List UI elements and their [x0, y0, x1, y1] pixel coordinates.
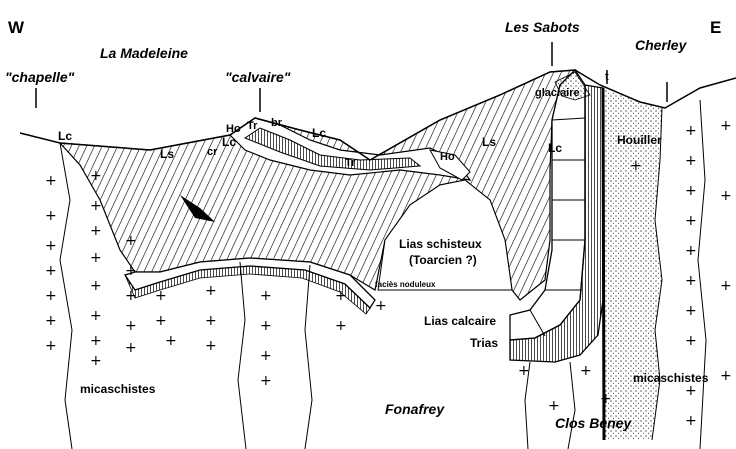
- micaschiste-cross-mark: +: [90, 223, 102, 239]
- east-label: E: [710, 18, 721, 37]
- micaschiste-cross-mark: +: [518, 363, 530, 379]
- label-ho-calvaire: Ho: [226, 123, 241, 135]
- micaschiste-cross-mark: +: [685, 123, 697, 139]
- micaschiste-cross-mark: +: [375, 298, 387, 314]
- micaschiste-boundaries: [59, 99, 707, 449]
- place-cherley: Cherley: [635, 37, 688, 53]
- place-chapelle: "chapelle": [5, 69, 75, 85]
- micaschiste-cross-mark: +: [125, 318, 137, 334]
- micaschiste-cross-mark: +: [165, 333, 177, 349]
- micaschiste-cross-mark: +: [685, 183, 697, 199]
- pointer-lines: [35, 42, 668, 112]
- micaschiste-cross-mark: +: [600, 391, 612, 407]
- label-lc-calvaire: Lc: [222, 135, 236, 149]
- label-t: t: [605, 71, 609, 83]
- micaschiste-cross-mark: +: [720, 278, 732, 294]
- micaschiste-cross-mark: +: [45, 338, 57, 354]
- micaschiste-cross-mark: +: [685, 213, 697, 229]
- label-cr: cr: [207, 146, 218, 158]
- micaschiste-cross-mark: +: [260, 288, 272, 304]
- label-lc-east: Lc: [548, 141, 562, 155]
- micaschiste-cross-mark: +: [580, 363, 592, 379]
- houiller-zone: [603, 88, 662, 440]
- label-toarcien: (Toarcien ?): [409, 253, 477, 267]
- micaschiste-cross-mark: +: [335, 288, 347, 304]
- micaschiste-cross-mark: +: [90, 308, 102, 324]
- lc-block-lines: [529, 117, 586, 337]
- micaschiste-cross-mark: +: [125, 233, 137, 249]
- micaschiste-cross-mark: +: [685, 243, 697, 259]
- label-lias-calcaire: Lias calcaire: [424, 314, 496, 328]
- micaschiste-cross-mark: +: [205, 313, 217, 329]
- label-micaschistes-east: micaschistes: [633, 371, 709, 385]
- micaschiste-cross-mark: +: [205, 338, 217, 354]
- ho-lens-east: [429, 149, 471, 181]
- micaschiste-cross-mark: +: [205, 283, 217, 299]
- label-lc-west: Lc: [58, 129, 72, 143]
- micaschiste-cross-mark: +: [685, 383, 697, 399]
- micaschiste-cross-mark: +: [125, 263, 137, 279]
- label-lias-schisteux: Lias schisteux: [399, 237, 482, 251]
- micaschiste-cross-mark: +: [90, 250, 102, 266]
- micaschiste-cross-mark: +: [260, 348, 272, 364]
- west-label: W: [8, 18, 25, 37]
- trias-band-east: [509, 84, 604, 363]
- micaschiste-cross-mark: +: [125, 340, 137, 356]
- place-les-sabots: Les Sabots: [505, 19, 580, 35]
- place-clos-beney: Clos Beney: [555, 415, 632, 431]
- label-tr-calvaire: Tr: [247, 120, 258, 132]
- micaschiste-cross-mark: +: [155, 313, 167, 329]
- label-micaschistes-west: micaschistes: [80, 382, 156, 396]
- micaschiste-cross-mark: +: [685, 273, 697, 289]
- inner-lens: [180, 195, 215, 222]
- label-trias: Trias: [470, 336, 498, 350]
- micaschiste-cross-mark: +: [90, 168, 102, 184]
- lias-schisteux-core: [377, 179, 513, 291]
- place-calvaire: "calvaire": [225, 69, 291, 85]
- micaschiste-cross-mark: +: [90, 333, 102, 349]
- micaschiste-cross-mark: +: [548, 398, 560, 414]
- micaschiste-cross-mark: +: [685, 303, 697, 319]
- micaschiste-cross-mark: +: [125, 288, 137, 304]
- label-lc-ridge: Lc: [312, 126, 326, 140]
- trias-outlier: [243, 127, 422, 171]
- micaschiste-cross-mark: +: [45, 313, 57, 329]
- micaschiste-cross-mark: +: [90, 198, 102, 214]
- micaschiste-cross-mark: +: [155, 288, 167, 304]
- label-ho-east: Ho: [440, 151, 455, 163]
- micaschiste-cross-mark: +: [685, 153, 697, 169]
- label-glaciaire: glaciaire: [535, 87, 580, 99]
- micaschiste-cross-mark: +: [45, 173, 57, 189]
- micaschiste-cross-mark: +: [45, 263, 57, 279]
- label-houiller: Houiller: [617, 133, 662, 147]
- label-tr-inner: Tr: [345, 157, 356, 169]
- label-br: br: [271, 117, 283, 129]
- houiller-boundary: [651, 107, 663, 441]
- ground-surface: [19, 69, 736, 161]
- micaschiste-cross-mark: +: [45, 208, 57, 224]
- micaschiste-cross-mark: +: [720, 368, 732, 384]
- glaciaire-lens: [554, 71, 591, 101]
- micaschiste-cross-mark: +: [260, 373, 272, 389]
- label-facies-noduleux: faciès noduleux: [375, 280, 436, 289]
- micaschiste-cross-mark: +: [720, 118, 732, 134]
- micaschiste-cross-mark: +: [720, 188, 732, 204]
- place-la-madeleine: La Madeleine: [100, 45, 188, 61]
- micaschiste-cross-mark: +: [260, 318, 272, 334]
- place-fonafrey: Fonafrey: [385, 401, 445, 417]
- micaschiste-cross-mark: +: [685, 333, 697, 349]
- micaschiste-cross-mark: +: [90, 278, 102, 294]
- micaschiste-cross-mark: +: [630, 158, 642, 174]
- micaschiste-cross-mark: +: [685, 413, 697, 429]
- micaschiste-cross-mark: +: [335, 318, 347, 334]
- micaschiste-cross-mark: +: [45, 238, 57, 254]
- micaschiste-cross-mark: +: [45, 288, 57, 304]
- label-ls-west: Ls: [160, 147, 174, 161]
- label-ls-east: Ls: [482, 135, 496, 149]
- micaschiste-cross-mark: +: [90, 353, 102, 369]
- micaschiste-crosses: + + + + + + + + + + + + + + + + + + + + + + + + + + + + + + + + + + + + + + + +…: [45, 118, 732, 429]
